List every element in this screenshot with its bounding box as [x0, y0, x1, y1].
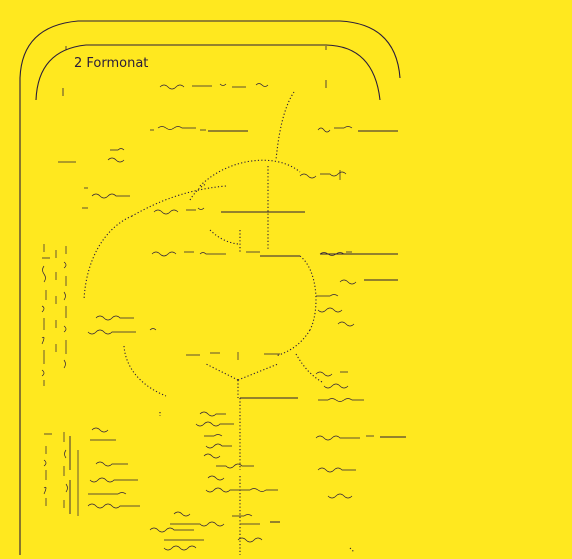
left-margin-notes [41, 244, 79, 516]
diagram-title: 2 Formonat [74, 56, 148, 71]
flow-curves [83, 91, 355, 555]
diagram-frame [19, 20, 401, 555]
connector-lines [208, 130, 406, 523]
top-ticks [62, 80, 327, 96]
handwritten-labels [58, 83, 374, 551]
